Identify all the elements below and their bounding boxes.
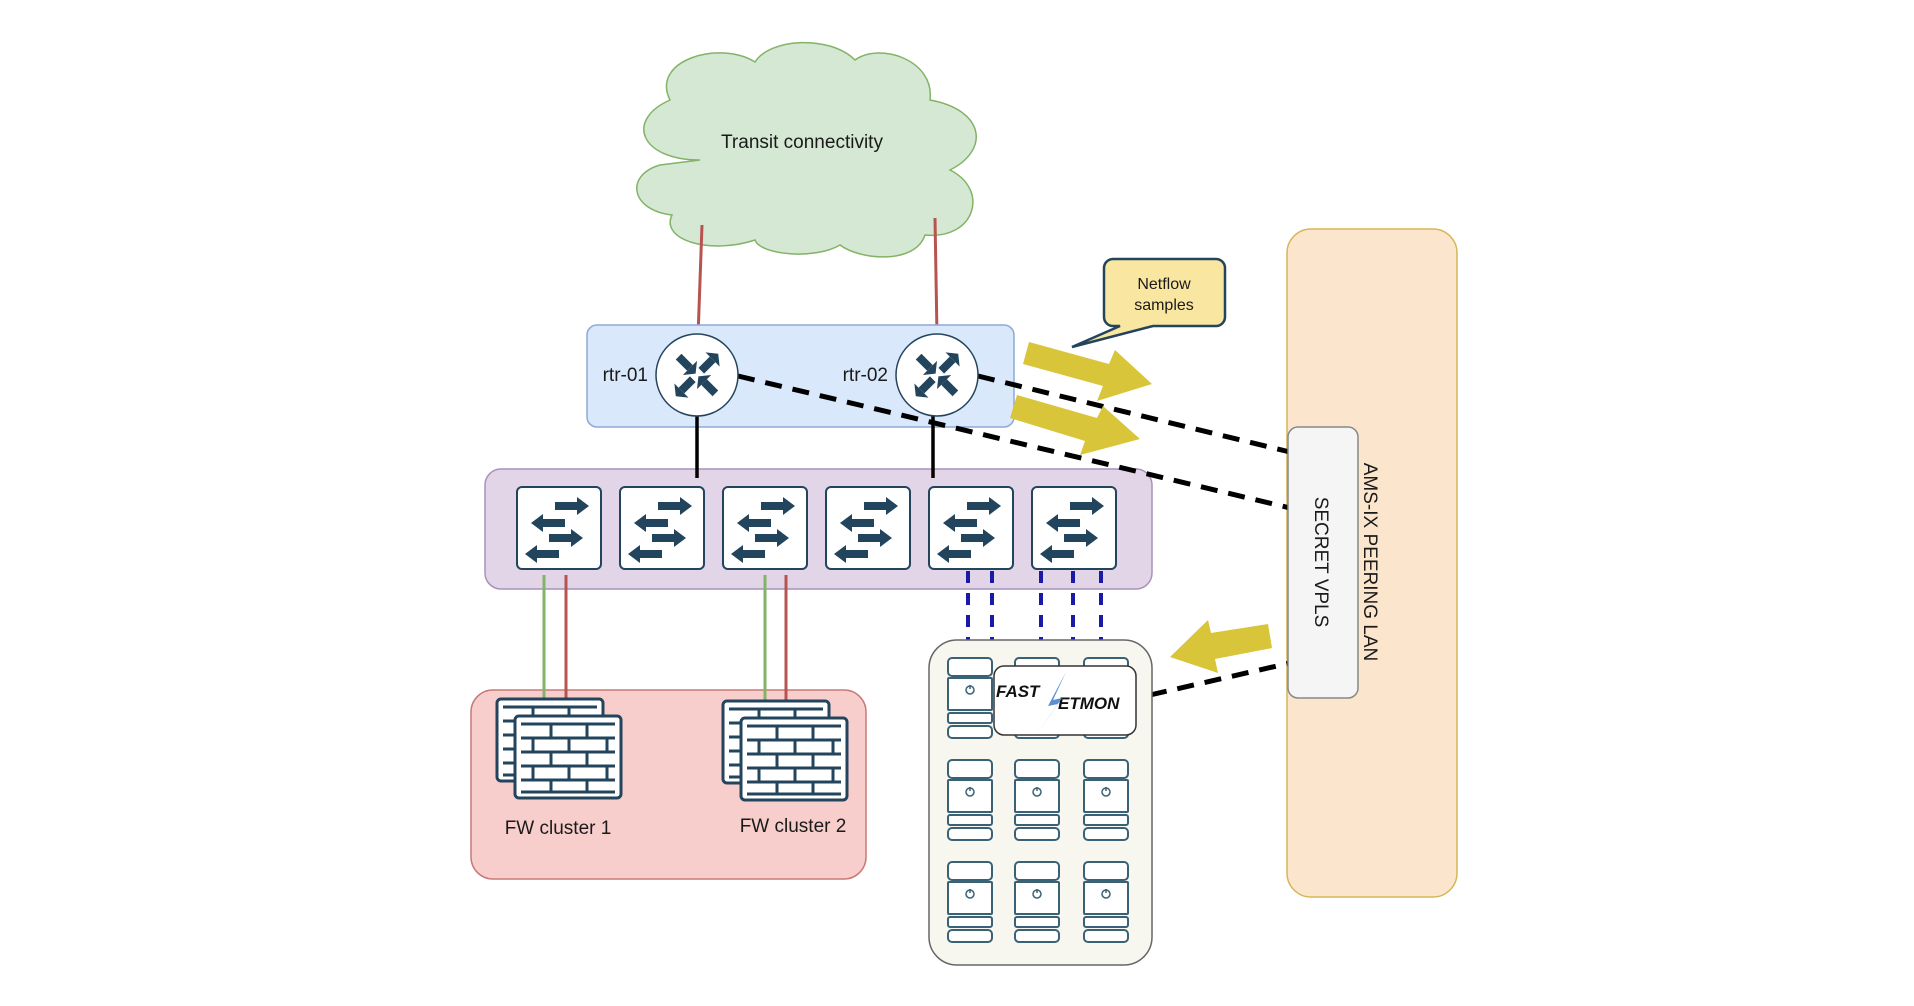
firewall-label: FW cluster 2 bbox=[740, 816, 847, 837]
fastnetmon-logo-right: ETMON bbox=[1058, 694, 1120, 713]
server-icon[interactable] bbox=[947, 861, 993, 943]
fastnetmon-logo-left: FAST bbox=[996, 682, 1041, 701]
peering-lan-label: AMS-IX PEERING LAN bbox=[1359, 463, 1380, 662]
switch-4[interactable] bbox=[825, 486, 911, 570]
vpls-box bbox=[1287, 426, 1359, 699]
switch-icon bbox=[516, 486, 602, 570]
firewall-cluster-1[interactable]: FW cluster 1 bbox=[495, 697, 623, 839]
link-rtr01-vpls bbox=[737, 373, 1291, 511]
netflow-arrows bbox=[1010, 342, 1272, 673]
callout-line-2: samples bbox=[1134, 297, 1194, 314]
vpls-label: SECRET VPLS bbox=[1310, 497, 1331, 628]
switch-6[interactable] bbox=[1031, 486, 1117, 570]
switch-1[interactable] bbox=[516, 486, 602, 570]
switch-2[interactable] bbox=[619, 486, 705, 570]
mitigation-arrow bbox=[1170, 620, 1272, 673]
peering-lan-container bbox=[1286, 228, 1458, 898]
switch-5[interactable] bbox=[928, 486, 1014, 570]
router-label: rtr-02 bbox=[843, 365, 888, 386]
switch-icon bbox=[928, 486, 1014, 570]
router-rtr-01[interactable]: rtr-01 bbox=[603, 333, 739, 417]
server-icon[interactable] bbox=[1083, 759, 1129, 841]
switch-3[interactable] bbox=[722, 486, 808, 570]
netflow-callout: Netflow samples bbox=[1071, 257, 1227, 349]
server-icon[interactable] bbox=[947, 759, 993, 841]
router-icon bbox=[895, 333, 979, 417]
server-icon[interactable] bbox=[1014, 759, 1060, 841]
switch-icon bbox=[1031, 486, 1117, 570]
firewall-icon bbox=[739, 716, 849, 802]
server-icon[interactable] bbox=[1083, 861, 1129, 943]
firewall-label: FW cluster 1 bbox=[505, 818, 612, 839]
netflow-arrow-1 bbox=[1023, 342, 1152, 401]
link-cloud-rtr01 bbox=[696, 224, 704, 338]
switch-icon bbox=[722, 486, 808, 570]
link-fastnetmon-vpls bbox=[1149, 660, 1291, 698]
lightning-icon bbox=[1034, 672, 1066, 738]
link-cloud-rtr02 bbox=[933, 217, 939, 336]
server-icon[interactable] bbox=[947, 657, 993, 739]
cloud-label: Transit connectivity bbox=[721, 132, 883, 153]
router-icon bbox=[655, 333, 739, 417]
switch-icon bbox=[825, 486, 911, 570]
link-rtr02-vpls bbox=[977, 373, 1291, 455]
server-icon[interactable] bbox=[1014, 861, 1060, 943]
router-rtr-02[interactable]: rtr-02 bbox=[843, 333, 979, 417]
firewall-icon bbox=[513, 714, 623, 800]
server-links bbox=[966, 571, 1103, 640]
fastnetmon-logo: FAST ETMON bbox=[993, 665, 1137, 738]
router-label: rtr-01 bbox=[603, 365, 648, 386]
netflow-arrow-2 bbox=[1010, 395, 1140, 455]
firewall-cluster-2[interactable]: FW cluster 2 bbox=[721, 699, 849, 837]
transit-cloud bbox=[636, 41, 977, 258]
switch-icon bbox=[619, 486, 705, 570]
callout-line-1: Netflow bbox=[1137, 276, 1191, 293]
